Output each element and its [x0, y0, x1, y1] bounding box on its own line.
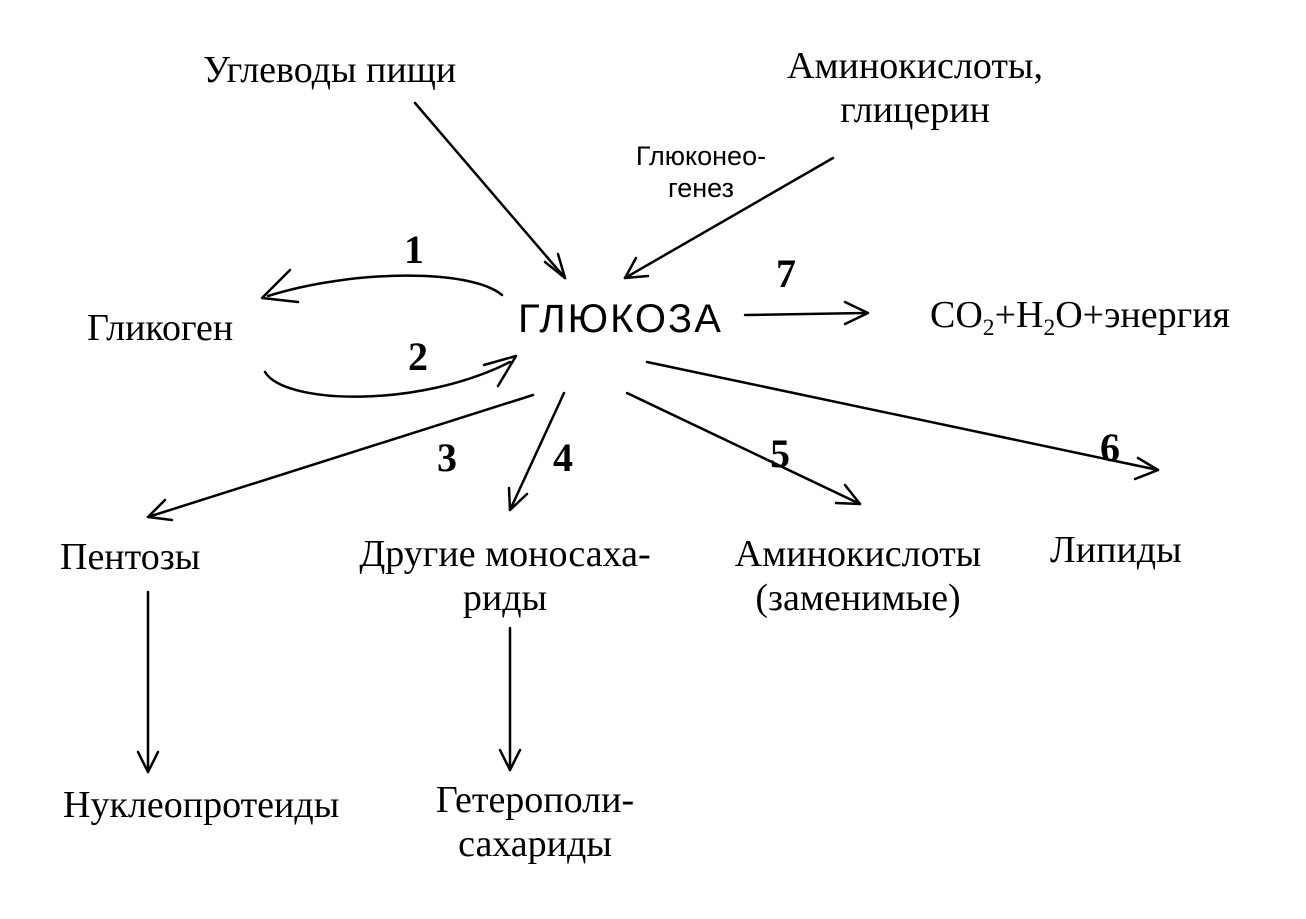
- co2-h2o-energy-label: CO2+H2O+энергия: [930, 293, 1230, 350]
- arrow-glucose-to-lipids: [645, 360, 1160, 481]
- arrow-glycogen-to-glucose: [263, 354, 518, 398]
- pathway-number-2: 2: [408, 334, 428, 379]
- amino-repl-line1: Аминокислоты: [734, 533, 982, 575]
- amino-glycerol-line1: Аминокислоты,: [787, 45, 1043, 87]
- glycogen-label: Гликоген: [87, 307, 234, 349]
- arrow-glucose-to-co2: [743, 300, 870, 326]
- arrow-glucose-to-pentoses: [146, 393, 535, 522]
- pathway-number-1: 1: [404, 227, 424, 272]
- other-mono-line2: риды: [462, 577, 548, 619]
- nucleoproteins-label: Нуклеопротеиды: [63, 784, 340, 826]
- co2-subscript: 2: [982, 315, 995, 342]
- h2o-subscript: 2: [1043, 315, 1056, 342]
- arrow-glucose-to-amino-acids: [625, 391, 862, 506]
- pathway-number-6: 6: [1100, 425, 1120, 470]
- pathway-number-5: 5: [770, 431, 790, 476]
- heteropoly-line1: Гетерополи-: [435, 779, 635, 821]
- arrow-glucose-to-monosaccharides: [507, 391, 566, 512]
- other-monosaccharides-label: Другие моносаха- риды: [340, 532, 670, 620]
- pathway-number-4: 4: [553, 435, 573, 480]
- heteropoly-line2: сахариды: [458, 823, 612, 865]
- arrow-pentoses-to-nucleoproteins: [136, 590, 160, 774]
- lipids-label: Липиды: [1050, 529, 1182, 571]
- gluconeogenesis-line1: Глюконео-: [635, 141, 767, 171]
- pentoses-label: Пентозы: [60, 536, 201, 578]
- amino-repl-line2: (заменимые): [755, 577, 961, 619]
- arrow-glucose-to-glycogen: [260, 268, 504, 304]
- pathway-number-7: 7: [776, 251, 796, 296]
- gluconeogenesis-line2: генез: [668, 173, 734, 203]
- o-energy-text: O+энергия: [1055, 294, 1231, 336]
- co2-text: CO: [930, 294, 983, 336]
- glucose-label: ГЛЮКОЗА: [518, 297, 723, 341]
- arrow-gluconeogenesis: [623, 156, 835, 280]
- pathway-number-3: 3: [437, 435, 457, 480]
- arrow-food-to-glucose: [413, 101, 567, 280]
- arrow-monosaccharides-to-heteropolysaccharides: [498, 626, 522, 772]
- food-carbohydrates-label: Углеводы пищи: [203, 49, 457, 91]
- amino-acids-replaceable-label: Аминокислоты (заменимые): [708, 532, 1008, 620]
- amino-glycerol-line2: глицерин: [840, 89, 990, 131]
- plus-h-text: +H: [994, 294, 1044, 336]
- heteropolysaccharides-label: Гетерополи- сахариды: [410, 778, 660, 866]
- gluconeogenesis-label: Глюконео- генез: [606, 140, 796, 204]
- amino-acids-glycerol-label: Аминокислоты, глицерин: [765, 44, 1065, 132]
- other-mono-line1: Другие моносаха-: [359, 533, 651, 575]
